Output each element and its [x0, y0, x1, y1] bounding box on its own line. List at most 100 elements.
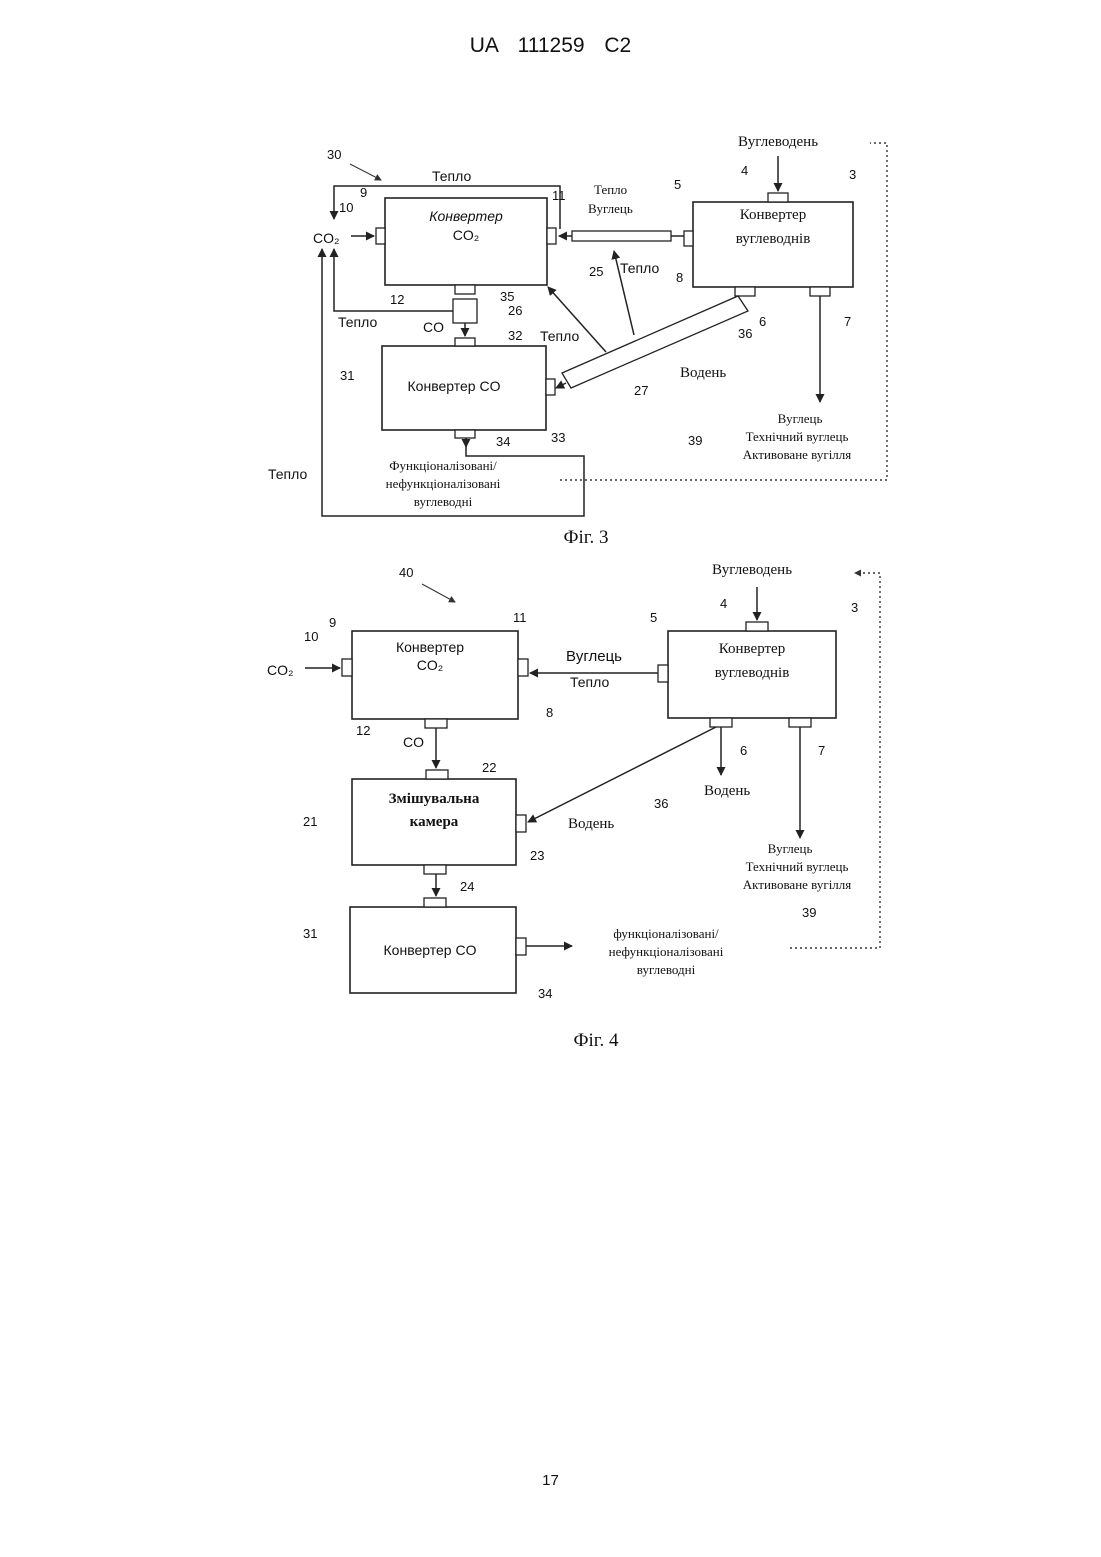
fig4-ref-8: 8: [546, 705, 553, 720]
fig3-ref-36: 36: [738, 326, 752, 341]
fig4-ref-24: 24: [460, 879, 474, 894]
fig3-ref-9: 9: [360, 185, 367, 200]
fig4-ref-39: 39: [802, 905, 816, 920]
fig4-hc-converter-sub: вуглеводнів: [715, 665, 790, 681]
fig4-co-converter-title: Конвертер CO: [384, 942, 477, 958]
fig3-hc-converter-title: Конвертер: [740, 207, 806, 223]
fig3-label-products-2: нефункціоналізовані: [386, 476, 501, 491]
fig3-ref-35: 35: [500, 289, 514, 304]
fig3-label-carbon: Вуглець: [588, 201, 633, 216]
fig3-label-products-3: вуглеводні: [414, 494, 473, 509]
fig3-label-heat-top: Тепло: [432, 168, 471, 184]
fig3-ref-6: 6: [759, 314, 766, 329]
fig4-ref-23: 23: [530, 848, 544, 863]
fig4-ref-36: 36: [654, 796, 668, 811]
fig3-port-4: [768, 193, 788, 202]
fig3-caption: Фіг. 3: [564, 527, 609, 548]
figure-3: Конвертер CO₂ Конвертер вуглеводнів Конв…: [268, 134, 887, 548]
fig3-ref-34: 34: [496, 434, 510, 449]
fig4-ref-22: 22: [482, 760, 496, 775]
fig4-port-22: [426, 770, 448, 779]
fig4-port-12: [425, 719, 447, 728]
figure-4: Конвертер CO₂ Конвертер вуглеводнів Зміш…: [267, 562, 880, 1051]
fig3-co2-converter-title: Конвертер: [429, 208, 503, 224]
fig3-hc-converter-sub: вуглеводнів: [736, 231, 811, 247]
fig3-label-carbon-out-2: Технічний вуглець: [746, 429, 849, 444]
fig3-port-33: [546, 379, 555, 395]
fig3-ref-32: 32: [508, 328, 522, 343]
fig4-ref-4: 4: [720, 596, 727, 611]
fig4-label-products-2: нефункціоналізовані: [609, 944, 724, 959]
fig3-label-heat-far-left: Тепло: [268, 466, 307, 482]
fig3-ref-26: 26: [508, 303, 522, 318]
fig3-port-10: [376, 228, 385, 244]
fig3-label-hydrocarbon-in: Вуглеводень: [738, 134, 818, 150]
fig3-ref-4: 4: [741, 163, 748, 178]
fig3-port-32: [455, 338, 475, 346]
fig4-label-hydrogen-1: Водень: [704, 783, 750, 799]
fig4-label-hydrocarbon-in: Вуглеводень: [712, 562, 792, 578]
fig3-ref-27: 27: [634, 383, 648, 398]
fig3-ref-8: 8: [676, 270, 683, 285]
fig4-ref-5: 5: [650, 610, 657, 625]
fig4-ref-6: 6: [740, 743, 747, 758]
fig4-port-6: [710, 718, 732, 727]
fig3-port-34: [455, 430, 475, 438]
fig4-port-11: [518, 659, 528, 676]
fig3-port-11: [547, 228, 556, 244]
fig4-ref-34: 34: [538, 986, 552, 1001]
fig3-port-5: [684, 231, 693, 246]
fig4-port-4: [746, 622, 768, 631]
fig4-ref-3: 3: [851, 600, 858, 615]
fig3-label-carbon-out-1: Вуглець: [778, 411, 823, 426]
fig3-port-6: [735, 287, 755, 296]
fig4-port-7: [789, 718, 811, 727]
fig3-label-heat-mid: Тепло: [620, 260, 659, 276]
fig4-label-heat: Тепло: [570, 674, 609, 690]
fig3-ref-39: 39: [688, 433, 702, 448]
fig4-port-23: [516, 815, 526, 832]
fig4-label-carbon-out-3: Активоване вугілля: [743, 877, 852, 892]
fig4-port-34: [516, 938, 526, 955]
fig4-label-products-1: функціоналізовані/: [613, 926, 719, 941]
fig4-label-hydrogen-2: Водень: [568, 816, 614, 832]
fig4-ref-7: 7: [818, 743, 825, 758]
fig3-port-7: [810, 287, 830, 296]
fig3-ref-33: 33: [551, 430, 565, 445]
fig3-pipe-8: [572, 231, 671, 241]
fig3-port-12: [455, 285, 475, 294]
fig4-label-carbon-out-2: Технічний вуглець: [746, 859, 849, 874]
fig4-ref-11: 11: [513, 610, 527, 625]
fig4-port-10: [342, 659, 352, 676]
fig3-label-co2-in: CO₂: [313, 230, 339, 246]
fig4-ref-21: 21: [303, 814, 317, 829]
fig3-co2-converter-sub: CO₂: [453, 227, 479, 243]
fig3-label-heat: Тепло: [594, 182, 627, 197]
fig3-label-heat-left: Тепло: [338, 314, 377, 330]
fig4-label-co2-in: CO₂: [267, 662, 293, 678]
fig3-port-26: [453, 299, 477, 323]
fig4-port-5: [658, 665, 668, 682]
fig3-ref-12: 12: [390, 292, 404, 307]
fig4-mixing-chamber-title: Змішувальна: [389, 791, 480, 807]
fig4-ref-12: 12: [356, 723, 370, 738]
fig3-label-heat-32: Тепло: [540, 328, 579, 344]
fig3-ref-31: 31: [340, 368, 354, 383]
fig3-label-co: CO: [423, 319, 444, 335]
fig4-ref-40: 40: [399, 565, 413, 580]
fig4-hc-converter-title: Конвертер: [719, 641, 785, 657]
fig3-co-converter-title: Конвертер CO: [408, 378, 501, 394]
fig4-port-24: [424, 865, 446, 874]
fig3-ref-3: 3: [849, 167, 856, 182]
fig4-co2-converter-sub: CO₂: [417, 657, 443, 673]
fig4-mixing-chamber-sub: камера: [410, 814, 459, 830]
fig3-ref-7: 7: [844, 314, 851, 329]
fig4-ref-9: 9: [329, 615, 336, 630]
fig4-label-carbon-out-1: Вуглець: [768, 841, 813, 856]
fig3-label-carbon-out-3: Активоване вугілля: [743, 447, 852, 462]
fig4-label-products-3: вуглеводні: [637, 962, 696, 977]
fig3-ref-5: 5: [674, 177, 681, 192]
fig4-caption: Фіг. 4: [574, 1030, 619, 1051]
page-number: 17: [0, 1472, 1101, 1489]
